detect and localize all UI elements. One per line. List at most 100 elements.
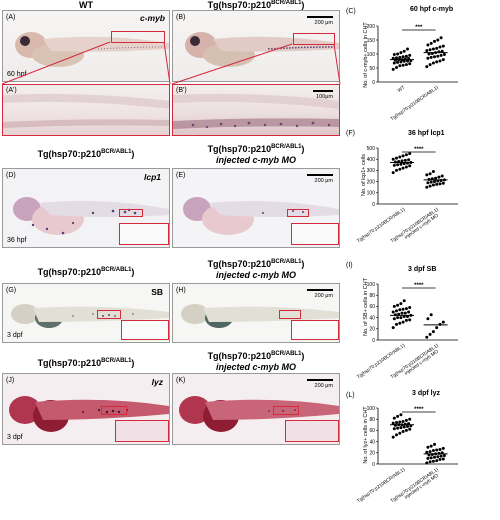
data-point xyxy=(395,168,398,172)
header-tg-b-end: ) xyxy=(301,0,305,10)
data-point xyxy=(403,311,407,315)
panel-g-stage: 3 dpf xyxy=(7,332,23,339)
data-point xyxy=(391,421,395,425)
y-tick-label: 200 xyxy=(367,179,376,185)
y-tick-label: 40 xyxy=(369,439,375,445)
header-tg-d: Tg(hsp70:p210BCR/ABL1) xyxy=(2,149,170,159)
header-tg-h-end: ) xyxy=(301,259,305,269)
data-point xyxy=(408,164,412,168)
panel-g: (G) SB 3 dpf xyxy=(2,283,170,343)
data-point xyxy=(437,175,441,179)
data-point xyxy=(425,49,429,53)
data-point xyxy=(425,335,429,339)
panel-a-letter: (A) xyxy=(6,14,16,21)
scale-bar-b-prime xyxy=(313,90,333,92)
header-wt: WT xyxy=(79,0,93,10)
scale-bar-b xyxy=(307,16,333,18)
plot-f: 0100200300400500Tg(hsp70:p210BCR/ABL1)Tg… xyxy=(356,146,458,244)
significance-label: **** xyxy=(414,283,424,289)
data-point xyxy=(391,56,395,60)
data-point xyxy=(426,43,430,47)
data-point xyxy=(431,61,435,65)
plot-l-letter: (L) xyxy=(346,392,355,399)
scale-bar-e xyxy=(307,174,333,176)
data-point xyxy=(401,307,405,311)
panel-g-letter: (G) xyxy=(6,287,17,294)
header-tg-b: Tg(hsp70:p210BCR/ABL1) xyxy=(172,0,340,10)
panel-h: (H) 200 μm xyxy=(172,283,340,343)
y-tick-label: 200 xyxy=(367,24,376,30)
data-point xyxy=(395,156,398,160)
inset-j xyxy=(115,420,169,442)
roi-box-b xyxy=(293,33,335,45)
data-point xyxy=(436,38,440,42)
data-point xyxy=(399,51,403,55)
data-point xyxy=(426,181,430,185)
data-point xyxy=(391,310,395,314)
data-point xyxy=(399,316,403,320)
y-tick-label: 100 xyxy=(367,52,376,58)
panel-a-stage: 60 hpf xyxy=(7,71,27,78)
y-tick-label: 100 xyxy=(367,406,376,412)
data-point xyxy=(426,317,430,321)
data-point xyxy=(392,53,396,57)
data-point xyxy=(435,459,439,463)
data-point xyxy=(429,456,433,460)
inset-k xyxy=(285,420,339,442)
data-point xyxy=(431,449,435,453)
data-point xyxy=(408,152,412,156)
data-point xyxy=(426,456,430,460)
panel-b-prime-letter: (B') xyxy=(176,87,187,94)
data-point xyxy=(396,414,400,418)
data-point xyxy=(440,174,444,178)
data-point xyxy=(392,427,396,431)
header-tg-g-main: Tg(hsp70:p210 xyxy=(37,267,102,277)
data-point xyxy=(401,154,405,158)
data-point xyxy=(439,36,443,40)
data-point xyxy=(391,435,395,439)
header-tg-e: Tg(hsp70:p210BCR/ABL1) xyxy=(172,144,340,154)
data-point xyxy=(442,454,446,458)
data-point xyxy=(401,320,405,324)
header-tg-h: Tg(hsp70:p210BCR/ABL1) xyxy=(172,259,340,269)
data-point xyxy=(404,153,408,157)
data-point xyxy=(435,46,439,50)
data-point xyxy=(402,299,406,303)
data-point xyxy=(429,55,433,59)
data-point xyxy=(429,41,433,45)
data-point xyxy=(438,458,442,462)
data-point xyxy=(401,166,405,170)
data-point xyxy=(425,450,429,454)
data-point xyxy=(431,47,435,51)
header-tg-e-end: ) xyxy=(301,144,305,154)
data-point xyxy=(431,330,435,334)
data-point xyxy=(400,311,404,315)
data-point xyxy=(431,170,435,174)
y-tick-label: 40 xyxy=(369,315,375,321)
y-tick-label: 20 xyxy=(369,327,375,333)
y-tick-label: 50 xyxy=(369,66,375,72)
data-point xyxy=(441,181,445,185)
panel-a-gene: c-myb xyxy=(139,13,165,23)
y-tick-label: 150 xyxy=(367,38,376,44)
data-point xyxy=(438,59,442,63)
panel-b-prime: (B') 100μm xyxy=(172,84,340,136)
significance-label: *** xyxy=(415,25,423,31)
inset-g xyxy=(121,320,169,340)
data-point xyxy=(435,326,439,330)
roi-box-j xyxy=(101,406,127,415)
inset-d xyxy=(119,223,169,245)
data-point xyxy=(429,313,433,317)
data-point xyxy=(436,54,440,58)
header-mo-e: injected c-myb MO xyxy=(215,155,296,165)
scale-label-b-prime: 100μm xyxy=(316,94,333,100)
data-point xyxy=(442,53,446,57)
significance-label: **** xyxy=(414,407,424,413)
data-point xyxy=(441,457,445,461)
panel-k-letter: (K) xyxy=(176,377,186,384)
panel-h-letter: (H) xyxy=(176,287,186,294)
data-point xyxy=(396,303,400,307)
data-point xyxy=(441,44,445,48)
data-point xyxy=(398,308,402,312)
data-point xyxy=(404,165,408,169)
